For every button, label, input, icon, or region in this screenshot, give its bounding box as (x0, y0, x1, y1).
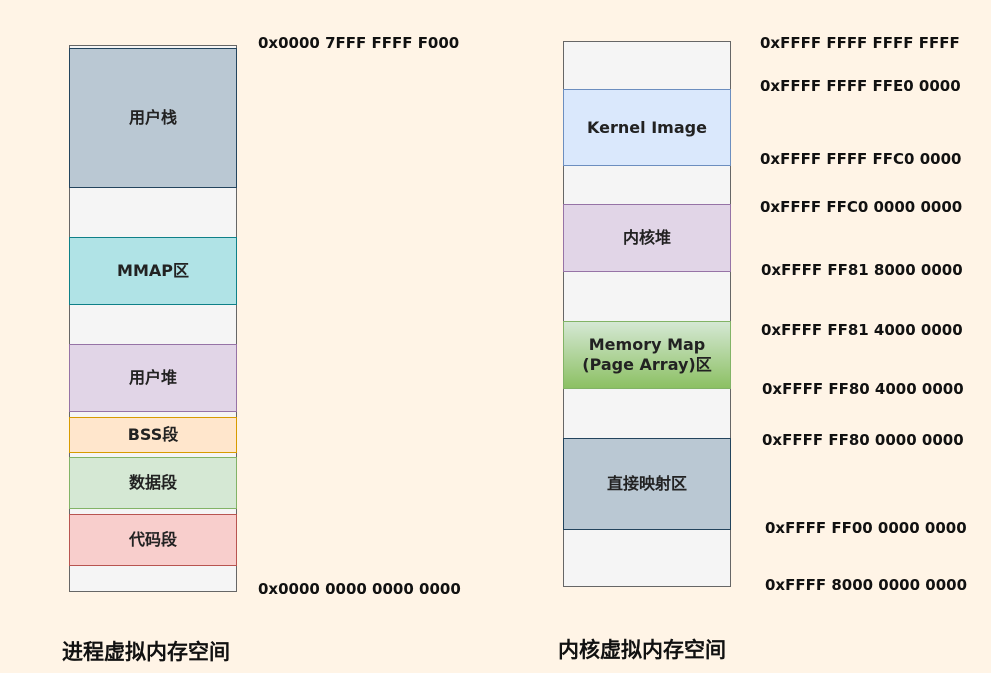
kernel-address-0: 0xFFFF FFFF FFFF FFFF (760, 34, 960, 52)
bss-segment: BSS段 (69, 417, 237, 453)
direct-map-label: 直接映射区 (606, 474, 687, 493)
code-segment: 代码段 (69, 514, 237, 566)
kernel-address-7: 0xFFFF FF80 0000 0000 (762, 431, 964, 449)
user-heap-segment: 用户堆 (69, 344, 237, 412)
user-heap-label: 用户堆 (128, 368, 177, 387)
kernel-address-6: 0xFFFF FF80 4000 0000 (762, 380, 964, 398)
kernel-address-3: 0xFFFF FFC0 0000 0000 (760, 198, 963, 216)
memory-map-label-line1: Memory Map (588, 335, 706, 354)
process-memory-title: 进程虚拟内存空间 (62, 640, 230, 664)
kernel-heap-segment: 内核堆 (563, 204, 731, 272)
bss-label: BSS段 (127, 425, 179, 444)
data-segment-label: 数据段 (128, 473, 177, 492)
user-stack-segment: 用户栈 (69, 48, 237, 188)
kernel-address-8: 0xFFFF FF00 0000 0000 (765, 519, 967, 537)
code-segment-label: 代码段 (128, 530, 177, 549)
kernel-heap-label: 内核堆 (622, 228, 671, 247)
kernel-address-9: 0xFFFF 8000 0000 0000 (765, 576, 968, 594)
kernel-image-segment: Kernel Image (563, 89, 731, 166)
kernel-memory-title: 内核虚拟内存空间 (558, 638, 726, 662)
kernel-address-4: 0xFFFF FF81 8000 0000 (761, 261, 963, 279)
kernel-address-5: 0xFFFF FF81 4000 0000 (761, 321, 963, 339)
user-stack-label: 用户栈 (128, 108, 177, 127)
mmap-segment: MMAP区 (69, 237, 237, 305)
memory-map-segment: Memory Map (Page Array)区 (563, 321, 731, 389)
direct-map-segment: 直接映射区 (563, 438, 731, 530)
mmap-label: MMAP区 (117, 261, 189, 280)
kernel-address-2: 0xFFFF FFFF FFC0 0000 (760, 150, 962, 168)
kernel-address-1: 0xFFFF FFFF FFE0 0000 (760, 77, 961, 95)
memory-map-label-line2: (Page Array)区 (582, 355, 712, 374)
process-address-top: 0x0000 7FFF FFFF F000 (258, 34, 460, 52)
data-segment: 数据段 (69, 457, 237, 509)
process-address-bottom: 0x0000 0000 0000 0000 (258, 580, 461, 598)
kernel-image-label: Kernel Image (587, 117, 707, 137)
